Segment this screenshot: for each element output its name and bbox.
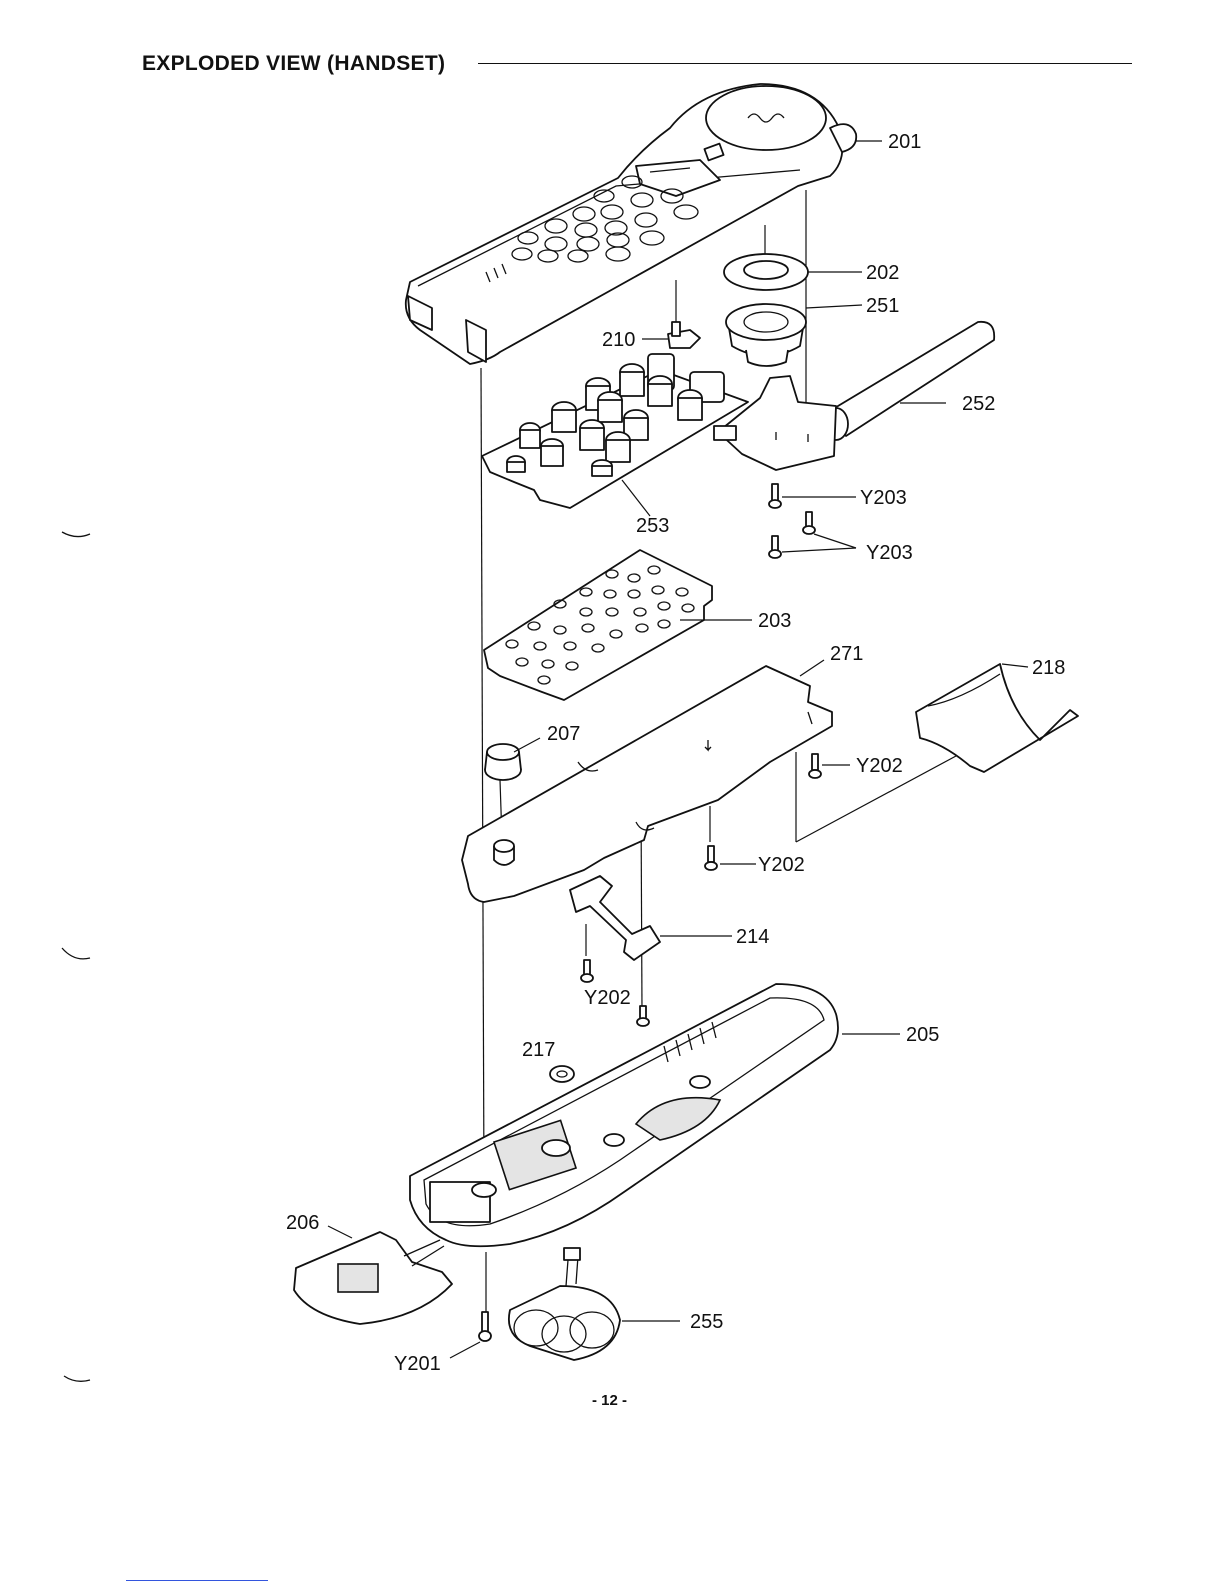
scan-mark bbox=[126, 1580, 268, 1581]
callout-214: 214 bbox=[736, 926, 769, 948]
callout-206: 206 bbox=[286, 1212, 319, 1234]
part-206-battery-cover bbox=[294, 1232, 452, 1324]
callout-253: 253 bbox=[636, 515, 669, 537]
part-251-receiver bbox=[726, 304, 806, 366]
part-255-battery bbox=[509, 1248, 620, 1360]
callout-252: 252 bbox=[962, 393, 995, 415]
callout-251: 251 bbox=[866, 295, 899, 317]
part-214-bracket bbox=[570, 876, 660, 960]
callout-218: 218 bbox=[1032, 657, 1065, 679]
callout-203: 203 bbox=[758, 610, 791, 632]
part-217-spring bbox=[550, 1066, 574, 1082]
part-210-clip bbox=[668, 322, 700, 348]
callout-y203-a: Y203 bbox=[860, 487, 907, 509]
callout-y202-b: Y202 bbox=[758, 854, 805, 876]
part-253-pcb bbox=[482, 354, 748, 508]
callout-202: 202 bbox=[866, 262, 899, 284]
margin-marks bbox=[62, 532, 90, 1381]
callout-205: 205 bbox=[906, 1024, 939, 1046]
part-y203-screws bbox=[769, 484, 815, 558]
part-218-shield bbox=[916, 664, 1078, 772]
callout-210: 210 bbox=[602, 329, 635, 351]
callout-y201: Y201 bbox=[394, 1353, 441, 1375]
part-y201-screw bbox=[479, 1312, 491, 1341]
part-203-keypad bbox=[484, 550, 712, 700]
callout-y203-b: Y203 bbox=[866, 542, 913, 564]
callout-201: 201 bbox=[888, 131, 921, 153]
part-205-lower-housing bbox=[410, 984, 838, 1246]
part-202-ring bbox=[724, 254, 808, 290]
callout-207: 207 bbox=[547, 723, 580, 745]
callout-217: 217 bbox=[522, 1039, 555, 1061]
page-number: - 12 - bbox=[592, 1392, 627, 1409]
callout-y202-a: Y202 bbox=[856, 755, 903, 777]
callout-y202-c: Y202 bbox=[584, 987, 631, 1009]
callout-255: 255 bbox=[690, 1311, 723, 1333]
callout-271: 271 bbox=[830, 643, 863, 665]
